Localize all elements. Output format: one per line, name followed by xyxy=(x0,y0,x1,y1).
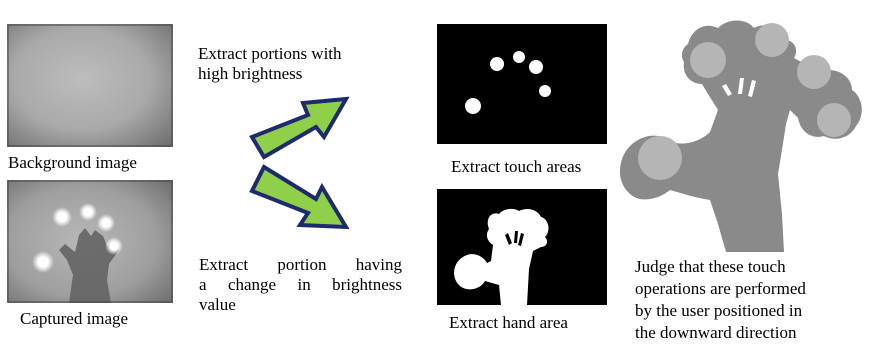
hand-area-image xyxy=(437,189,607,305)
judgement-line-4: the downward direction xyxy=(635,323,797,342)
note-extract-change-line-1: Extract portion having xyxy=(199,255,402,274)
judgement-line-1: Judge that these touch xyxy=(635,257,786,276)
background-caption: Background image xyxy=(8,153,137,172)
arrow-down-icon xyxy=(249,164,350,230)
process-arrows xyxy=(246,95,356,235)
touch-areas-image xyxy=(437,24,607,144)
judgement-line-2: operations are performed xyxy=(635,279,806,298)
note-extract-bright-line-2: high brightness xyxy=(198,64,303,83)
note-extract-change-line-3: value xyxy=(199,295,236,314)
judgement-hand-view xyxy=(614,14,872,254)
note-extract-change: Extract portion having a change in brigh… xyxy=(199,255,402,315)
judgement-note: Judge that these touch operations are pe… xyxy=(635,256,865,344)
note-extract-change-line-2: a change in brightness xyxy=(199,275,402,294)
hand-shadow xyxy=(59,228,119,303)
note-extract-bright: Extract portions with high brightness xyxy=(198,44,398,84)
judgement-line-3: by the user positioned in xyxy=(635,301,803,320)
touch-areas-caption: Extract touch areas xyxy=(451,157,582,176)
captured-caption: Captured image xyxy=(20,309,129,328)
captured-image xyxy=(7,180,173,303)
background-image xyxy=(7,24,173,147)
hand-area-caption: Extract hand area xyxy=(449,313,568,332)
arrow-up-icon xyxy=(249,96,350,160)
note-extract-bright-line-1: Extract portions with xyxy=(198,44,342,63)
